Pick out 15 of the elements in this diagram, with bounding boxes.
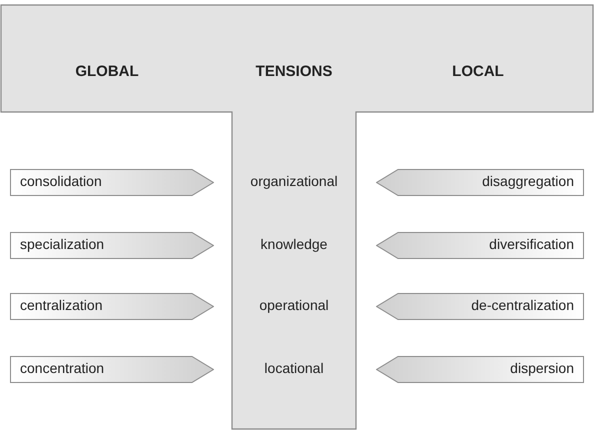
arrow-label: concentration xyxy=(20,360,104,376)
tension-label: knowledge xyxy=(260,236,328,252)
arrow-label: diversification xyxy=(489,236,574,252)
column-heading: TENSIONS xyxy=(256,63,332,80)
column-heading: LOCAL xyxy=(452,63,504,80)
arrow-label: de-centralization xyxy=(471,297,574,313)
arrow-label: specialization xyxy=(20,236,104,252)
column-heading: GLOBAL xyxy=(75,63,139,80)
arrow-label: dispersion xyxy=(510,360,574,376)
tension-label: operational xyxy=(259,297,329,313)
arrow-label: centralization xyxy=(20,297,102,313)
arrow-label: consolidation xyxy=(20,173,102,189)
tension-label: locational xyxy=(264,360,324,376)
tension-label: organizational xyxy=(250,173,338,189)
arrow-label: disaggregation xyxy=(482,173,574,189)
